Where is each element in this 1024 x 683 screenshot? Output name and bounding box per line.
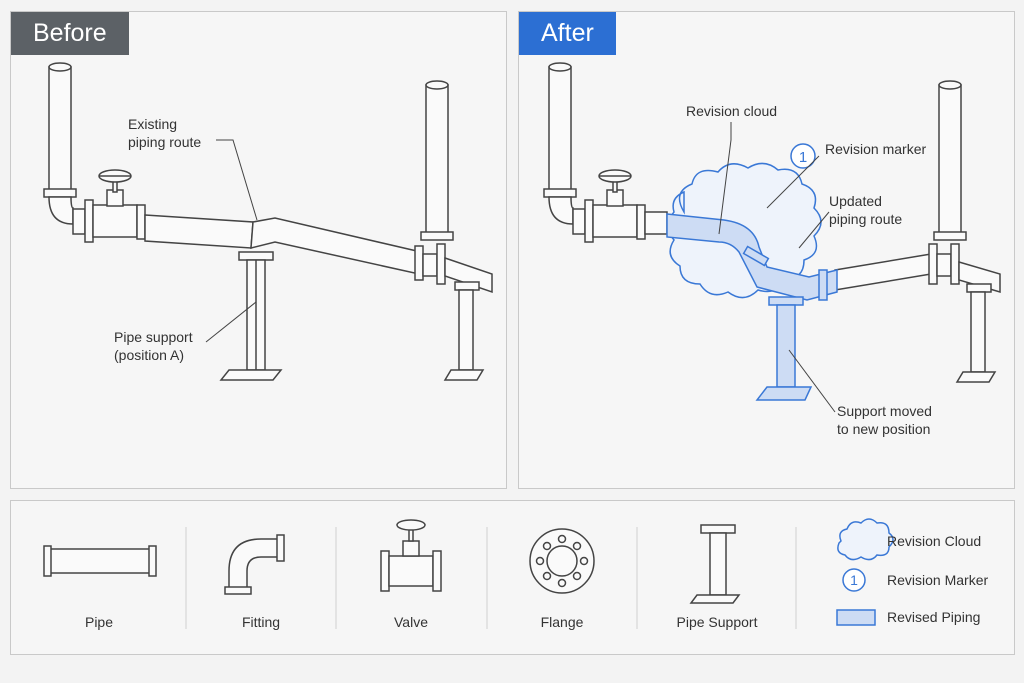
existing-route-label-1: Existing <box>128 116 177 132</box>
revised-piping <box>666 213 838 401</box>
legend-revision-cloud-label: Revision Cloud <box>887 533 981 549</box>
after-diagram: 1 Revision cloud Revision marker Updated… <box>543 62 1001 437</box>
revision-marker-leader <box>766 155 820 209</box>
updated-route-label-2: piping route <box>829 211 902 227</box>
valve <box>72 169 146 243</box>
legend-revision-marker-label: Revision Marker <box>887 572 988 588</box>
after-panel: After <box>518 11 1015 489</box>
before-diagram: Existing piping route Pipe support (posi… <box>43 62 493 381</box>
flange-icon <box>529 528 595 594</box>
right-pipe-support <box>443 281 485 381</box>
left-riser-pipe <box>543 62 577 225</box>
pipe-support-label-1: Pipe support <box>114 329 193 345</box>
existing-route-label-2: piping route <box>128 134 201 150</box>
existing-pipe <box>144 214 493 294</box>
right-riser-pipe <box>420 80 454 241</box>
revision-marker-label: Revision marker <box>825 141 926 157</box>
legend-panel: Pipe Fitting Valve Flange Pipe Support R… <box>10 500 1015 655</box>
updated-route-leader <box>798 211 830 249</box>
left-riser-pipe <box>43 62 77 225</box>
pipe-icon <box>43 545 157 577</box>
updated-route-label-1: Updated <box>829 193 882 209</box>
pipe-support-position-a <box>219 251 283 381</box>
legend-valve-label: Valve <box>394 614 428 630</box>
legend-fitting-label: Fitting <box>242 614 280 630</box>
legend-marker-number: 1 <box>850 572 858 588</box>
legend-pipe-label: Pipe <box>85 614 113 630</box>
revision-cloud-leader <box>718 122 732 235</box>
revision-marker-number: 1 <box>799 149 807 166</box>
existing-route-leader <box>216 139 258 221</box>
right-pipe-support <box>955 283 997 383</box>
support-moved-label-1: Support moved <box>837 403 932 419</box>
legend-pipe-support-label: Pipe Support <box>677 614 758 630</box>
before-panel: Before <box>10 11 507 489</box>
legend-flange-label: Flange <box>541 614 584 630</box>
legend-revised-piping-label: Revised Piping <box>887 609 980 625</box>
pipe-support-label-2: (position A) <box>114 347 184 363</box>
valve <box>572 169 668 243</box>
right-riser-pipe <box>933 80 967 241</box>
legend-diagram: Pipe Fitting Valve Flange Pipe Support R… <box>43 518 988 630</box>
pipe-support-icon <box>689 524 741 604</box>
valve-icon <box>380 519 442 592</box>
revision-cloud-label: Revision cloud <box>686 103 777 119</box>
marker-icon: 1 <box>842 568 866 592</box>
support-leader <box>205 301 257 343</box>
support-moved-label-2: to new position <box>837 421 930 437</box>
revision-marker: 1 <box>790 143 816 169</box>
before-tag: Before <box>11 12 129 55</box>
cloud-icon <box>837 518 894 561</box>
fitting-icon <box>224 534 285 595</box>
revised-piping-swatch-icon <box>836 609 876 626</box>
support-moved-leader <box>788 349 836 413</box>
after-tag: After <box>519 12 616 55</box>
